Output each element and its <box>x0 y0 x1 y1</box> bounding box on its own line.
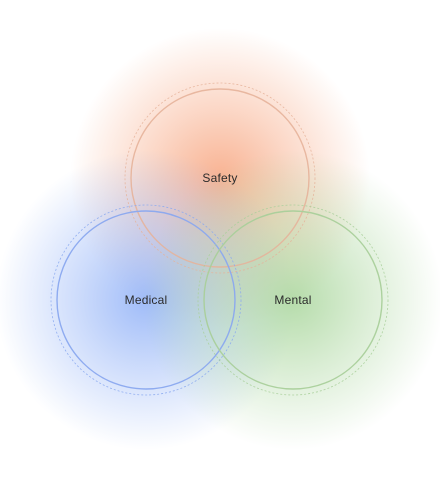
glow-layer <box>0 28 440 450</box>
mental-label: Mental <box>274 293 311 307</box>
safety-circle-dashed <box>124 82 316 274</box>
mental-circle-dashed <box>197 204 389 396</box>
safety-label: Safety <box>202 171 237 185</box>
set-mental[interactable]: Mental <box>197 204 389 396</box>
medical-label: Medical <box>125 293 168 307</box>
set-safety[interactable]: Safety <box>124 82 316 274</box>
mental-circle <box>203 210 383 390</box>
safety-circle <box>130 88 310 268</box>
set-medical[interactable]: Medical <box>50 204 242 396</box>
mental-glow <box>143 150 440 450</box>
medical-circle <box>56 210 236 390</box>
medical-circle-dashed <box>50 204 242 396</box>
